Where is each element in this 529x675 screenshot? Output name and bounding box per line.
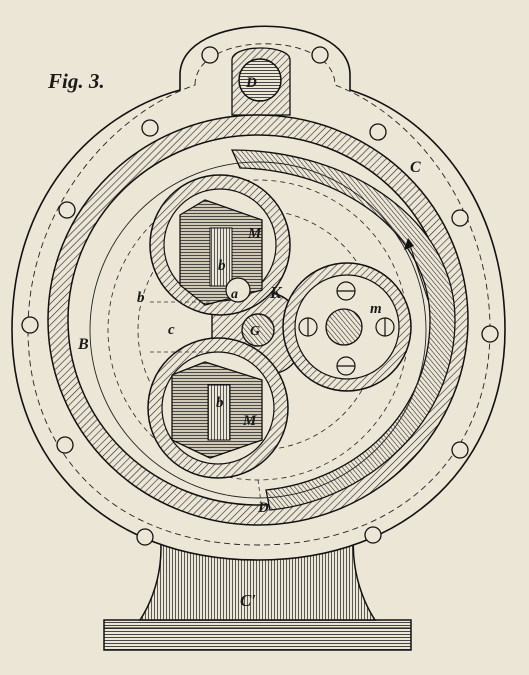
- lower-piston: [147, 337, 289, 479]
- label-C-prime: C′: [240, 591, 256, 610]
- upper-piston: [149, 174, 291, 316]
- label-M-upper: M: [247, 226, 262, 242]
- flow-arrow: [409, 244, 429, 301]
- right-wheel: [282, 262, 412, 392]
- label-D-top: D: [245, 75, 257, 91]
- label-B: B: [77, 336, 89, 353]
- label-M-lower: M: [242, 413, 257, 429]
- label-b-upper: b: [218, 258, 226, 274]
- label-b-lower: b: [216, 395, 224, 411]
- label-b-left: b: [137, 290, 145, 306]
- label-m: m: [370, 301, 382, 317]
- label-D-bottom: D: [257, 500, 269, 516]
- label-C: C: [410, 159, 421, 176]
- label-G: G: [250, 324, 260, 339]
- base-plate: [103, 619, 412, 651]
- bolt-holes: [21, 46, 499, 546]
- label-a: a: [231, 287, 238, 302]
- guide-lines: [150, 301, 263, 511]
- top-port: [231, 47, 291, 116]
- figure-caption: Fig. 3.: [47, 69, 105, 93]
- center-shaft: [241, 313, 275, 347]
- label-K: K: [269, 283, 283, 302]
- label-c: c: [168, 322, 175, 338]
